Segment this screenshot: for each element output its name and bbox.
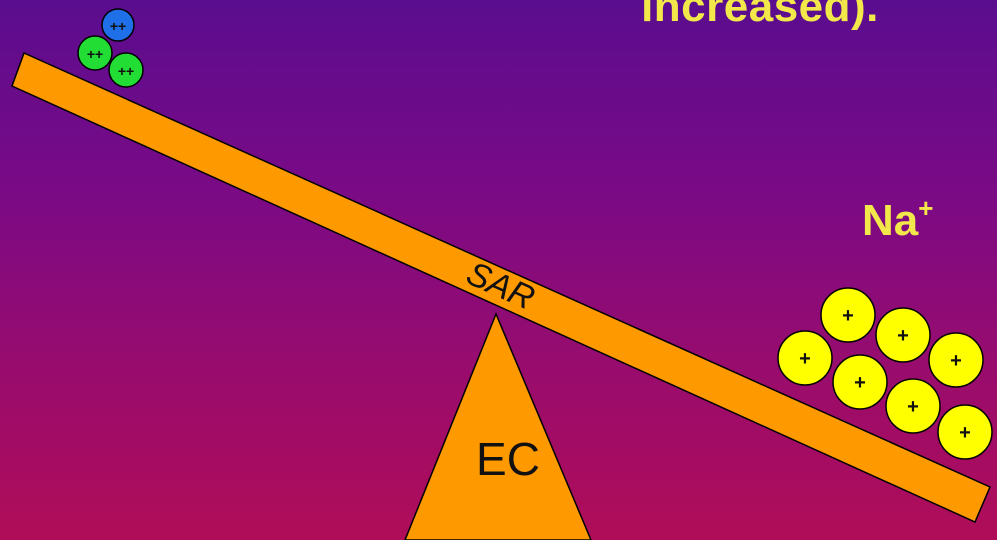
- magnesium-ion: ++: [101, 8, 135, 42]
- sodium-ion: +: [777, 330, 833, 386]
- sodium-label-text: Na: [862, 196, 919, 245]
- sodium-ion: +: [875, 307, 931, 363]
- monovalent-charge-sign: +: [907, 396, 919, 418]
- sodium-ion: +: [832, 354, 888, 410]
- heading-text: increased).: [641, 0, 879, 31]
- fulcrum-triangle: [404, 312, 592, 540]
- seesaw-beam: [11, 51, 991, 523]
- calcium-ion: ++: [108, 52, 144, 88]
- sodium-ion: +: [885, 378, 941, 434]
- sodium-label-charge: +: [918, 193, 934, 223]
- monovalent-charge-sign: +: [959, 422, 971, 444]
- divalent-ion-group: ++ ++ ++: [77, 8, 144, 88]
- monovalent-charge-sign: +: [897, 325, 909, 347]
- fulcrum-label: EC: [476, 433, 540, 485]
- sodium-ion: +: [928, 332, 984, 388]
- beam-label: SAR: [461, 254, 540, 317]
- sodium-ion: +: [820, 287, 876, 343]
- monovalent-charge-sign: +: [799, 348, 811, 370]
- divalent-charge-sign: ++: [110, 18, 126, 34]
- monovalent-charge-sign: +: [842, 305, 854, 327]
- sodium-label: Na+: [862, 193, 933, 246]
- monovalent-charge-sign: +: [854, 372, 866, 394]
- sodium-ion-group: + + + + + + +: [777, 287, 993, 460]
- divalent-charge-sign: ++: [118, 63, 134, 79]
- sodium-ion: +: [937, 404, 993, 460]
- calcium-ion: ++: [77, 35, 113, 71]
- monovalent-charge-sign: +: [950, 350, 962, 372]
- divalent-charge-sign: ++: [87, 46, 103, 62]
